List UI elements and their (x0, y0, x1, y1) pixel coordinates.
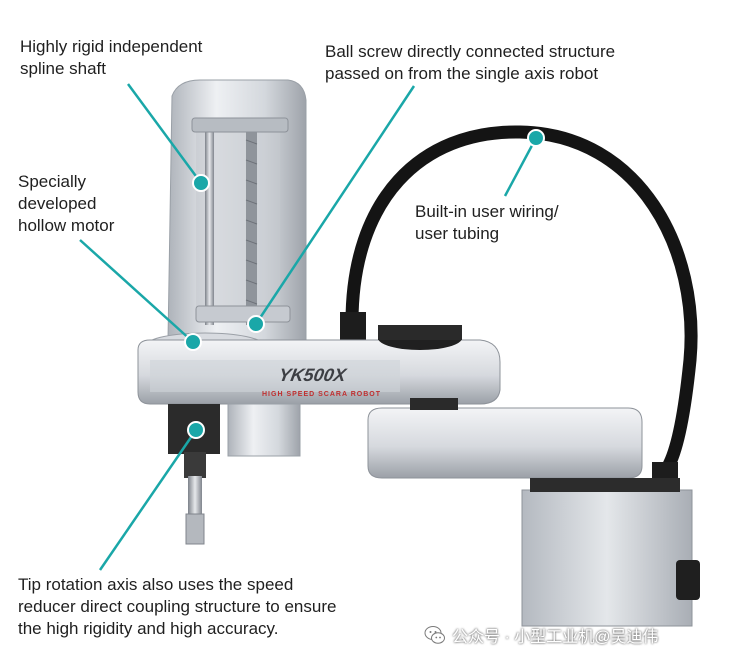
callout-line-ballscrew (254, 85, 416, 325)
tip-shaft-end (185, 513, 205, 545)
user-tubing-cable (345, 125, 698, 477)
controller-box (521, 489, 693, 627)
robot-subtitle-text: HIGH SPEED SCARA ROBOT (262, 391, 381, 398)
tip-reducer-neck (184, 452, 206, 478)
label-ball-screw: Ball screw directly connected structure … (325, 42, 616, 83)
ball-screw-thread (245, 139, 258, 305)
callout-line-motor (79, 239, 194, 343)
callout-dot-spline (192, 174, 210, 192)
callout-line-tip (98, 429, 198, 571)
robot-model-text: YK500X (277, 365, 348, 385)
elbow-joint-body (378, 325, 462, 340)
callout-dot-motor (184, 333, 202, 351)
label-tip-rotation: Tip rotation axis also uses the speed re… (18, 575, 337, 638)
wechat-icon (424, 626, 445, 644)
second-arm (367, 407, 643, 479)
label-spline-shaft: Highly rigid independent spline shaft (20, 37, 203, 78)
controller-connector (676, 560, 700, 600)
callout-dot-tip (187, 421, 205, 439)
tip-shaft (188, 476, 202, 518)
column-top-plate (191, 117, 289, 133)
label-hollow-motor: Specially developed hollow motor (18, 172, 115, 235)
watermark: 公众号 · 小型工业机@吴迪伟 (424, 622, 658, 648)
column-slider-plate (195, 305, 291, 323)
callout-line-spline (126, 83, 203, 184)
ball-screw (246, 125, 257, 325)
second-arm-joint (410, 398, 458, 410)
callout-line-wiring (503, 137, 538, 197)
controller-box-top-flange (530, 478, 680, 492)
label-user-wiring: Built-in user wiring/ user tubing (415, 202, 559, 243)
spline-shaft-left (205, 125, 214, 325)
callout-dot-ballscrew (247, 315, 265, 333)
cable-connector-base (340, 312, 366, 340)
lower-column (227, 403, 301, 457)
arm-front-band (150, 360, 400, 392)
callout-dot-wiring (527, 129, 545, 147)
watermark-text: 公众号 · 小型工业机@吴迪伟 (452, 629, 659, 646)
